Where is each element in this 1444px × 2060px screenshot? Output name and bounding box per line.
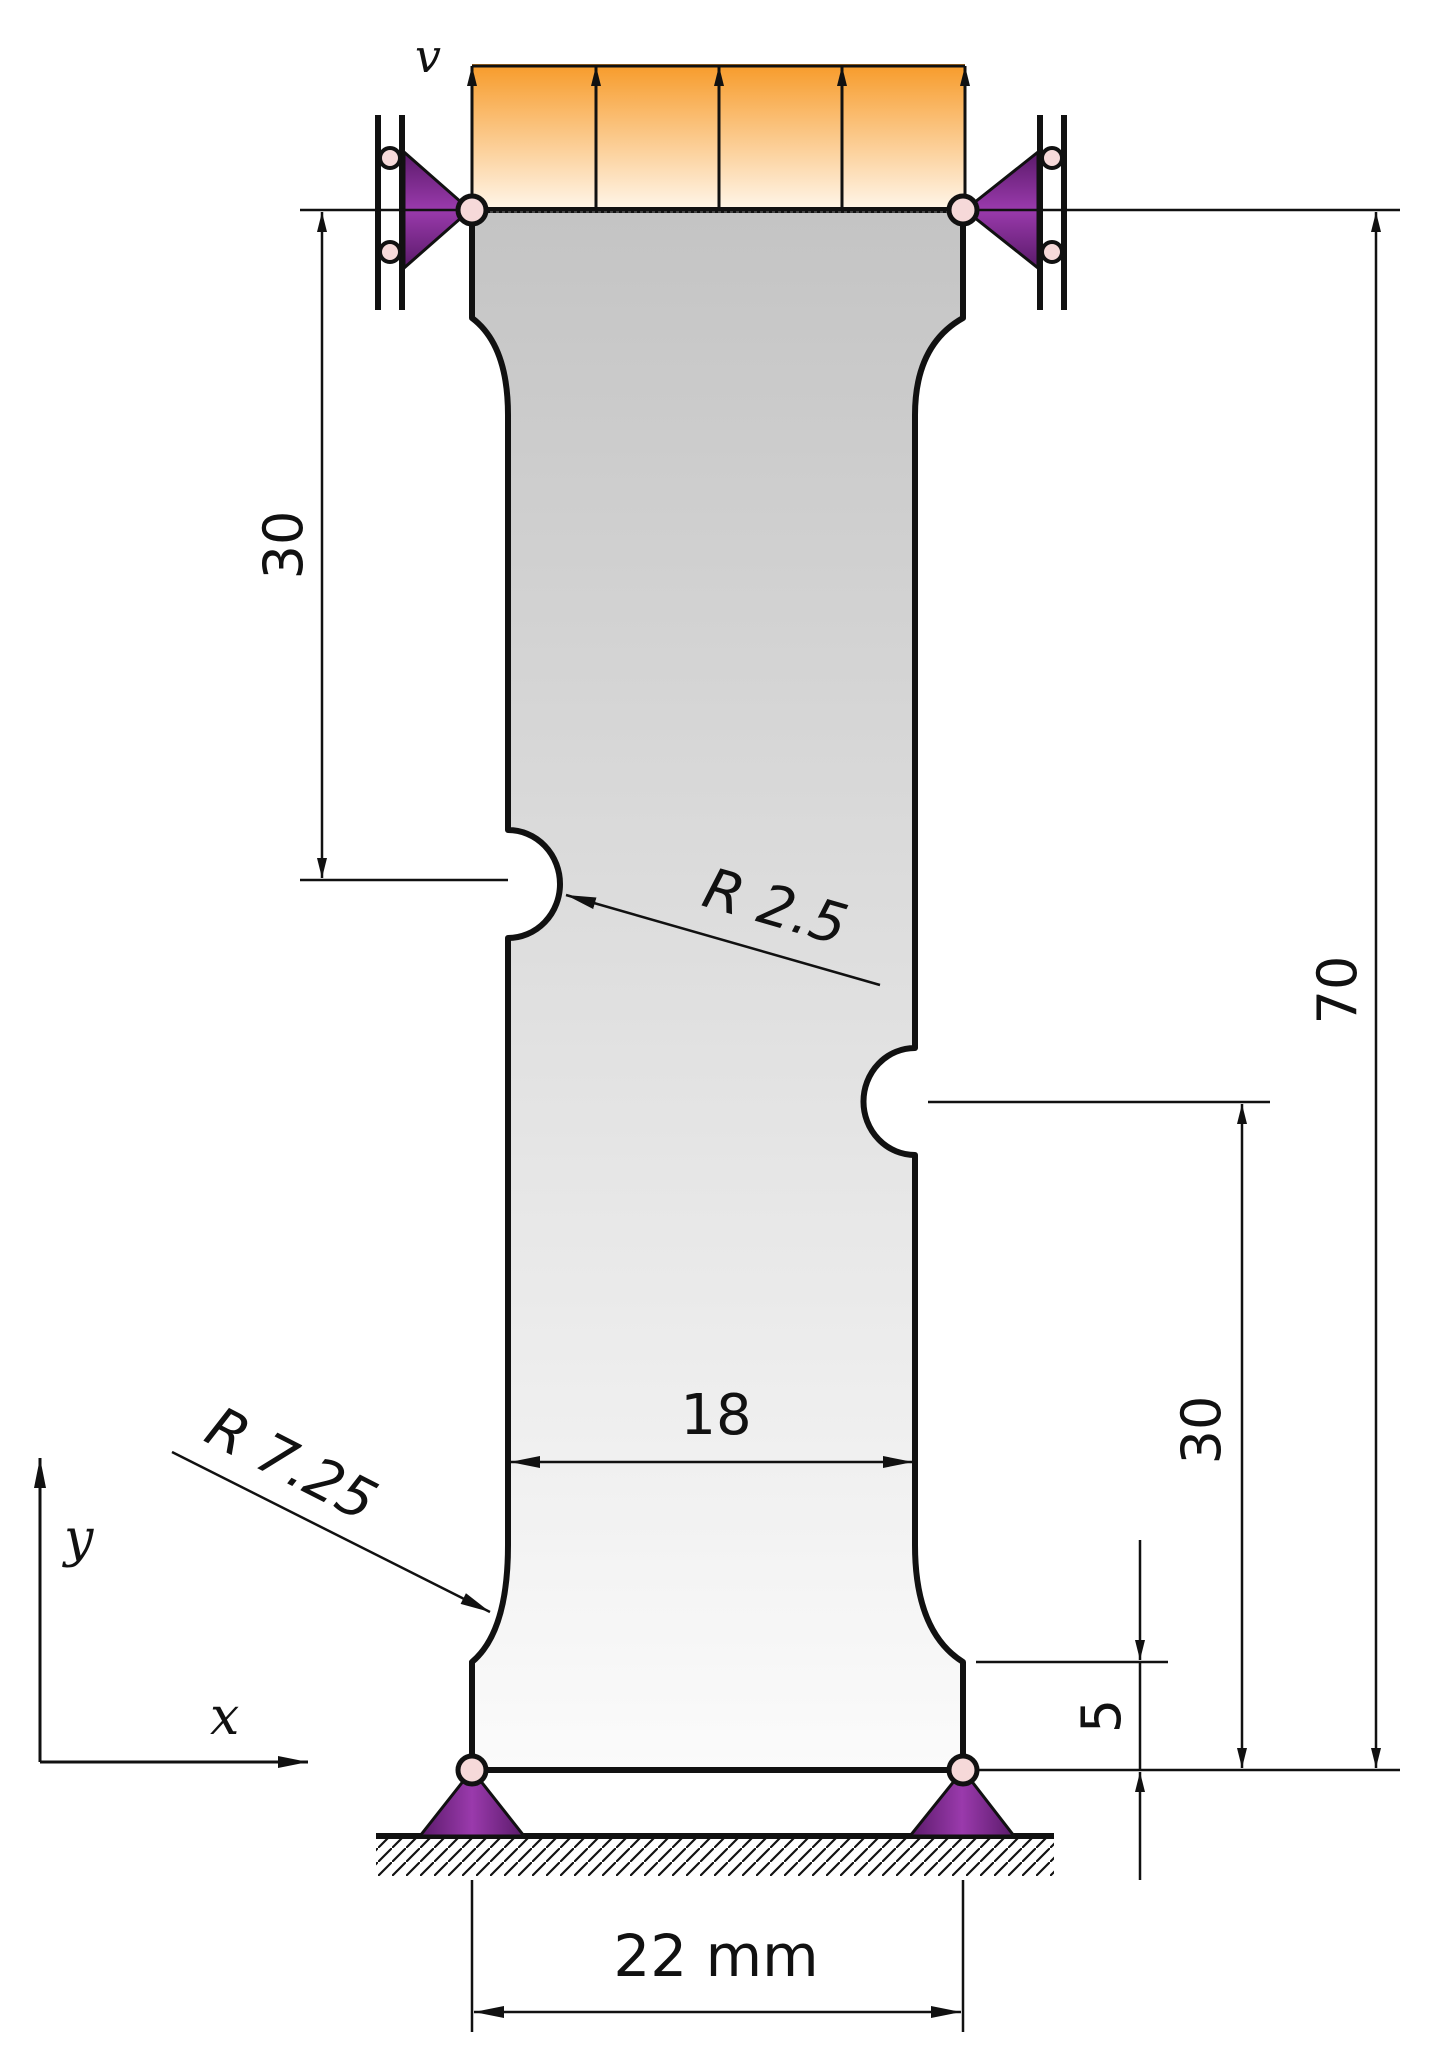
bottom-left-pin-support xyxy=(416,1767,528,1838)
velocity-label: v xyxy=(415,29,441,83)
x-axis-label: x xyxy=(210,1687,239,1747)
dim-label-top-notch: 30 xyxy=(252,511,315,580)
ground-hatch xyxy=(376,1836,1054,1876)
dim-label-gauge-width: 18 xyxy=(680,1383,751,1448)
leader-notch-radius xyxy=(565,893,881,987)
dim-label-total-height: 70 xyxy=(1306,956,1369,1025)
dim-label-bottom-notch: 30 xyxy=(1170,1396,1233,1465)
specimen-body xyxy=(469,207,966,1773)
load-field: v xyxy=(415,29,970,210)
bottom-supports xyxy=(376,1753,1054,1876)
label-fillet-radius: R 7.25 xyxy=(196,1395,387,1535)
dim-label-base: 5 xyxy=(1070,1699,1133,1733)
leader-fillet-radius xyxy=(171,1450,491,1614)
coordinate-axes: y x xyxy=(34,1458,308,1768)
bottom-right-pin-support xyxy=(906,1767,1018,1838)
dim-label-overall-width: 22 mm xyxy=(613,1922,818,1990)
y-axis-label: y xyxy=(62,1509,94,1569)
extension-lines xyxy=(300,208,1400,2032)
